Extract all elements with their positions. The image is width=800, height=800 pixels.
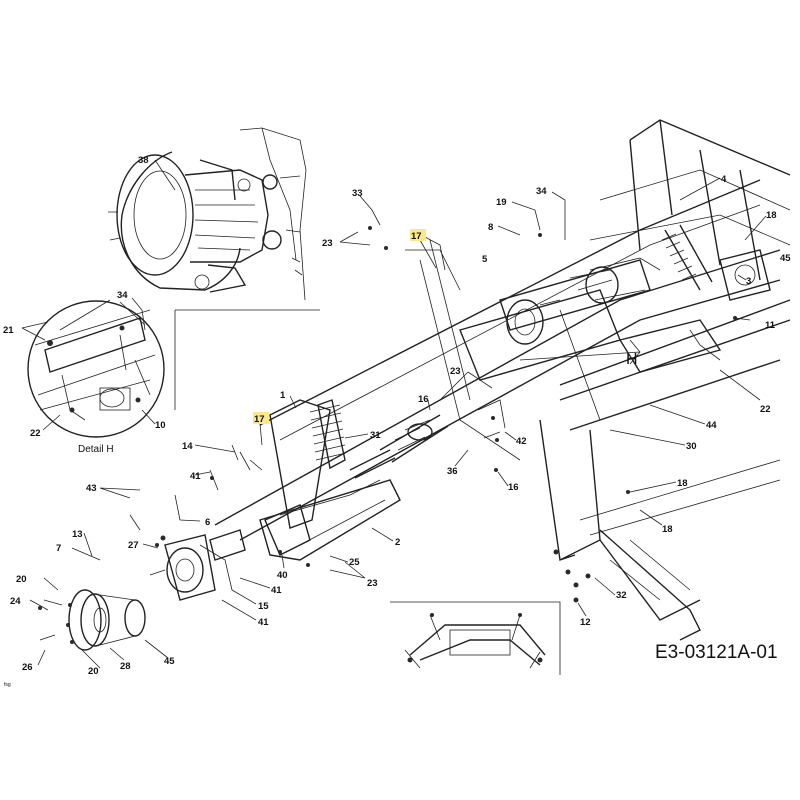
callout-31: 31 [370,430,381,441]
callout-7: 7 [56,543,61,554]
callout-18-r1: 18 [677,478,688,489]
callout-30: 30 [686,441,697,452]
frame-assembly [214,119,791,641]
callout-27: 27 [128,540,139,551]
callout-44: 44 [706,420,717,431]
callout-36: 36 [447,466,458,477]
callout-28: 28 [120,661,131,672]
callout-10: 10 [155,420,166,431]
callout-33: 33 [352,188,363,199]
callout-6: 6 [205,517,210,528]
callout-41-b: 41 [271,585,282,596]
callout-labels: 38 34 21 22 10 33 23 17 19 34 8 5 4 18 4… [3,155,791,688]
callout-19: 19 [496,197,507,208]
callout-14: 14 [182,441,193,452]
detail-h-marker: H [626,351,638,368]
callout-11: 11 [765,320,776,331]
callout-25: 25 [349,557,360,568]
callout-43: 43 [86,483,97,494]
hub-detail-view [108,127,320,410]
callout-5: 5 [482,254,488,265]
callout-17-left: 17 [254,414,265,425]
callout-13: 13 [72,529,83,540]
callout-18-top: 18 [766,210,777,221]
callout-3: 3 [746,276,751,287]
callout-4: 4 [721,174,727,185]
callout-20-b: 20 [88,666,99,677]
leader-lines [21,159,767,669]
callout-42: 42 [516,436,527,447]
callout-41-a: 41 [190,471,201,482]
callout-12: 12 [580,617,591,628]
corner-mark: fsg [4,682,11,688]
callout-45-low: 45 [164,656,175,667]
callout-2: 2 [395,537,400,548]
callout-8: 8 [488,222,493,233]
callout-18-r2: 18 [662,524,673,535]
callout-32: 32 [616,590,627,601]
callout-1: 1 [280,390,286,401]
callout-22-detail: 22 [30,428,41,439]
callout-16-low: 16 [508,482,519,493]
callout-17-top: 17 [411,231,422,242]
callout-20-a: 20 [16,574,27,585]
callout-23-low: 23 [367,578,378,589]
callout-38: 38 [138,155,149,166]
callout-45-right: 45 [780,253,791,264]
callout-23-mid: 23 [450,366,461,377]
callout-16-mid: 16 [418,394,429,405]
detail-h-caption: Detail H [78,444,114,455]
callout-15: 15 [258,601,269,612]
left-suspension [38,226,737,651]
callout-41-c: 41 [258,617,269,628]
callout-34-detail: 34 [117,290,128,301]
callout-23-top: 23 [322,238,333,249]
callout-22-right: 22 [760,404,771,415]
callout-40: 40 [277,570,288,581]
callout-34: 34 [536,186,547,197]
frame-inset-view [390,601,561,675]
callout-21: 21 [3,325,14,336]
detail-h-view [27,299,165,438]
drawing-code: E3-03121A-01 [655,642,778,663]
callout-24: 24 [10,596,21,607]
callout-26: 26 [22,662,33,673]
